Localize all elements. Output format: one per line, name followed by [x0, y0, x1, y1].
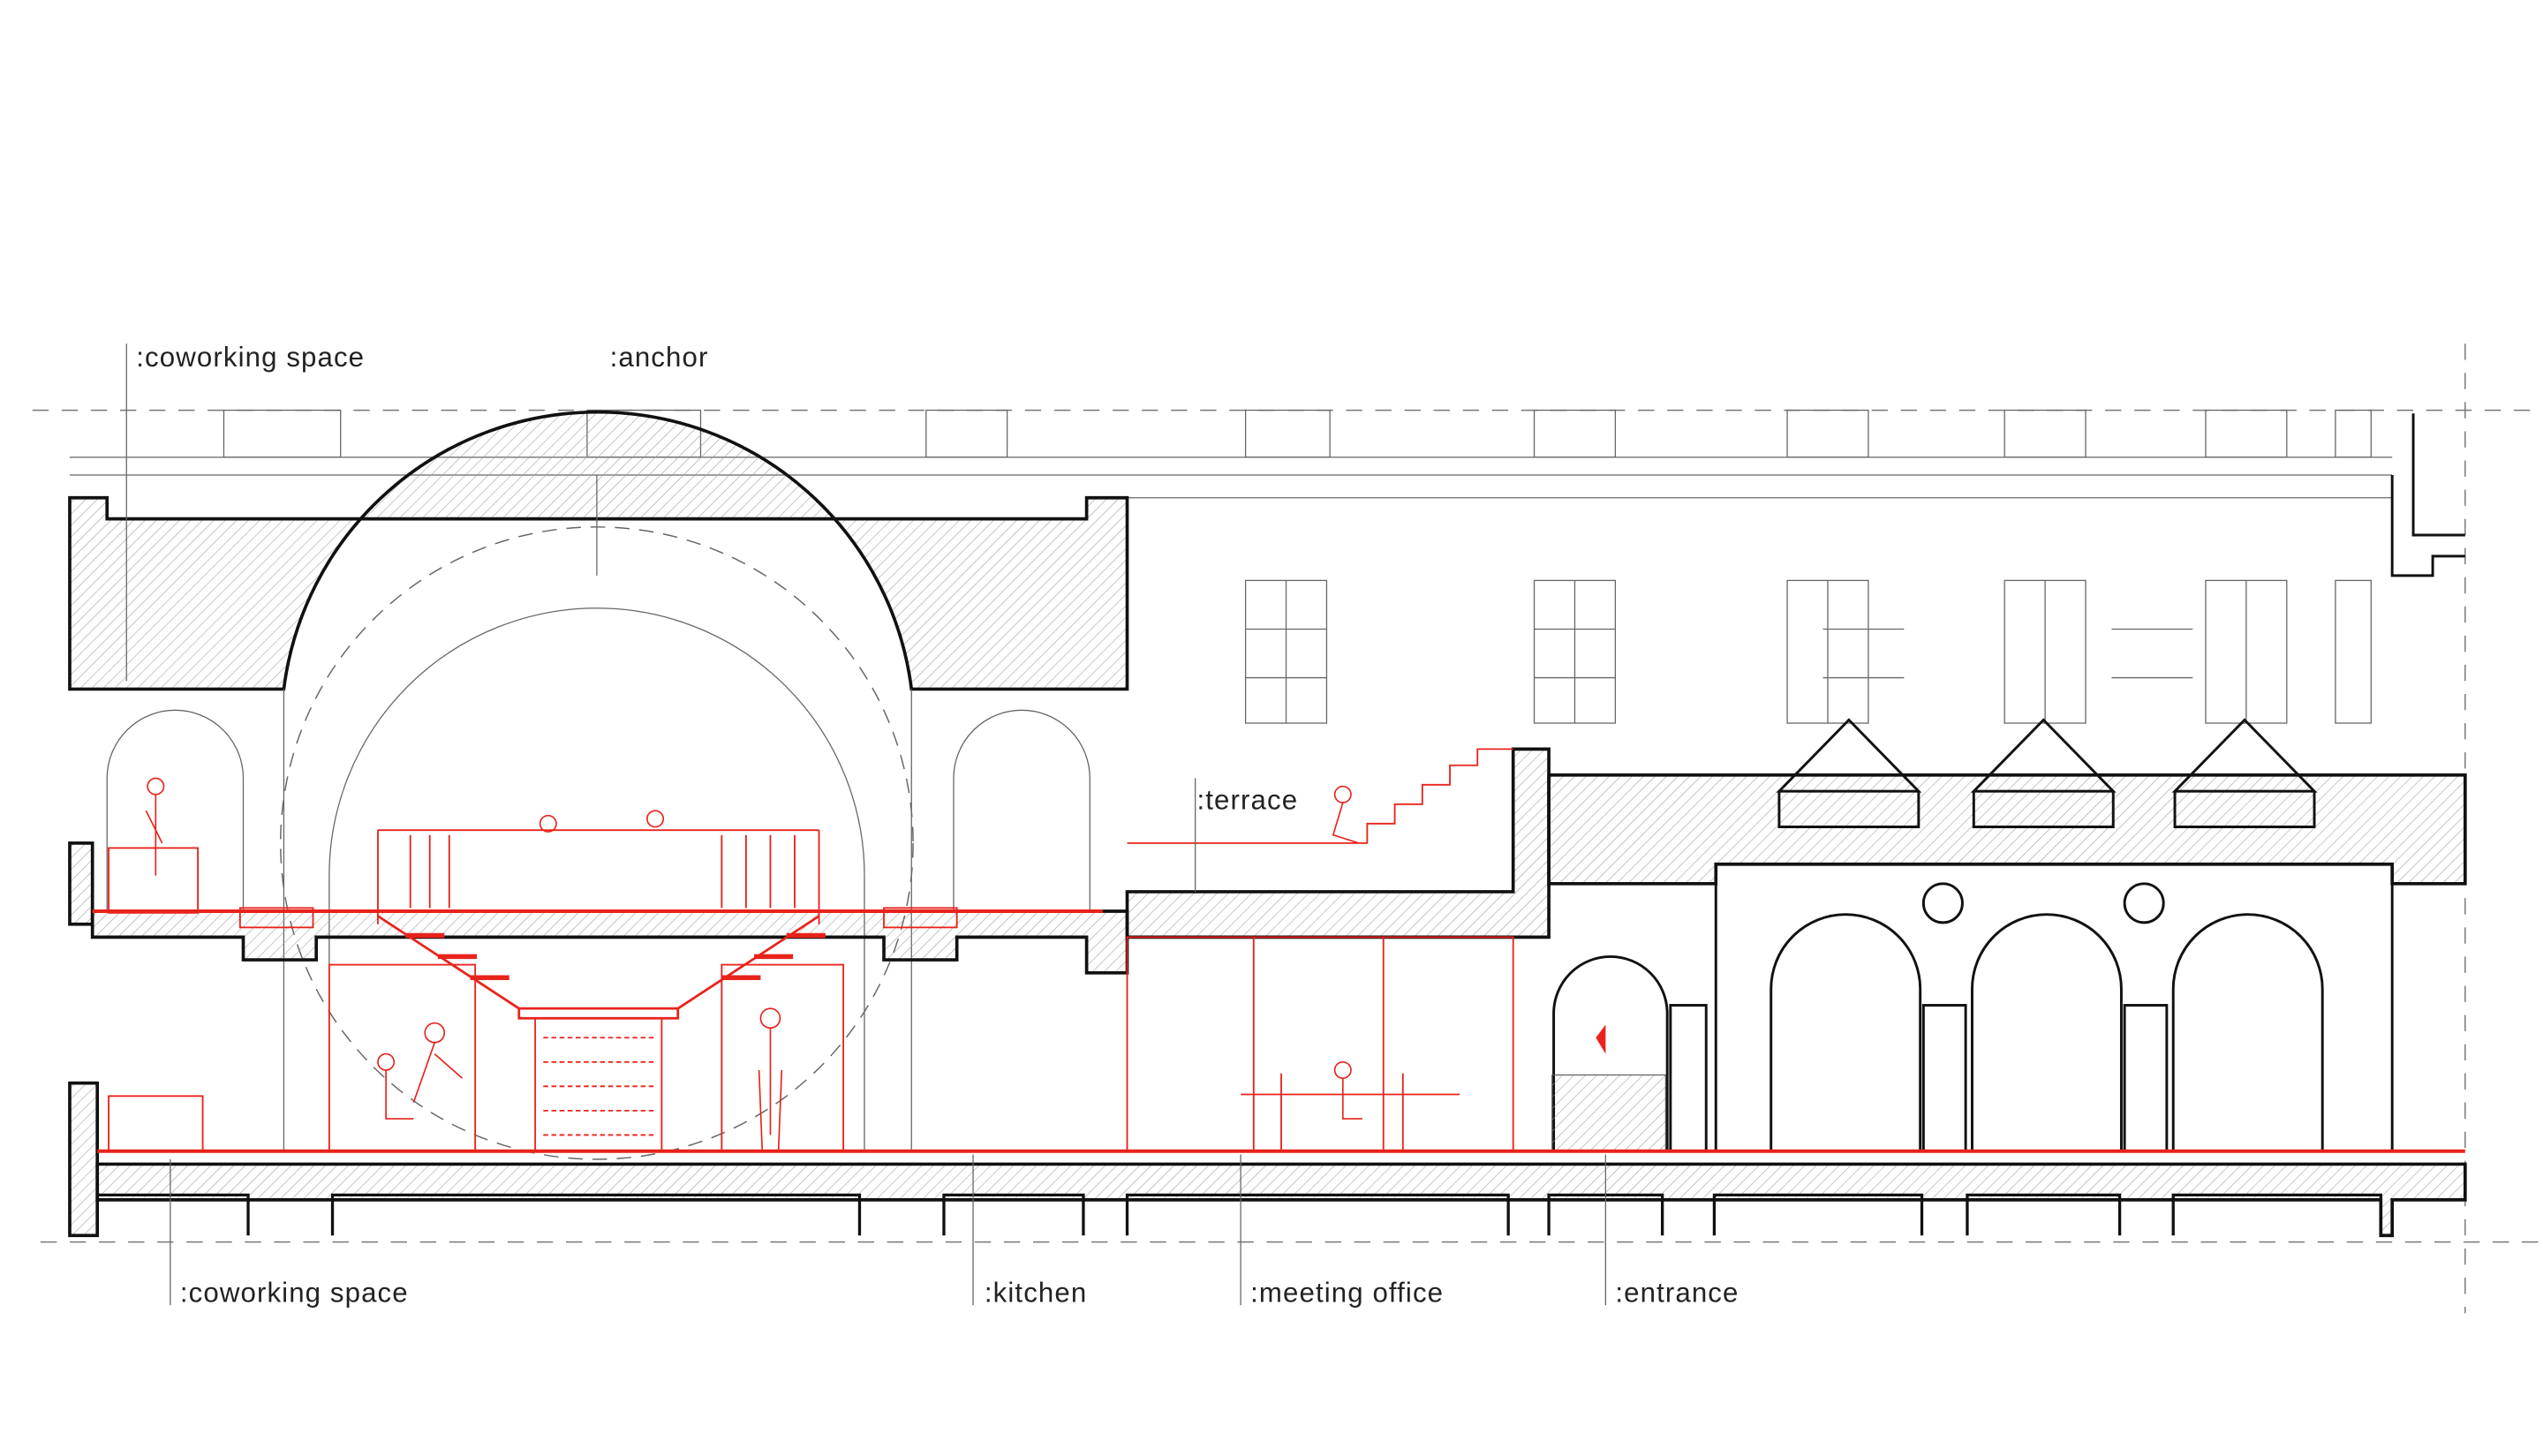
label-entrance: :entrance — [1615, 1278, 1739, 1309]
label-meeting-office: :meeting office — [1250, 1278, 1444, 1309]
label-kitchen: :kitchen — [985, 1278, 1087, 1309]
label-coworking-space-lower: :coworking space — [180, 1278, 409, 1309]
vault-mass — [68, 410, 1129, 1160]
leader-lines — [125, 343, 1607, 1306]
entrance-door — [1551, 1024, 1666, 1152]
label-anchor: :anchor — [610, 342, 709, 373]
people-figures — [145, 777, 1362, 1151]
label-terrace: :terrace — [1197, 784, 1299, 815]
walls — [68, 747, 2467, 1238]
intervention — [92, 748, 2465, 1153]
label-coworking-space-upper: :coworking space — [136, 342, 365, 373]
